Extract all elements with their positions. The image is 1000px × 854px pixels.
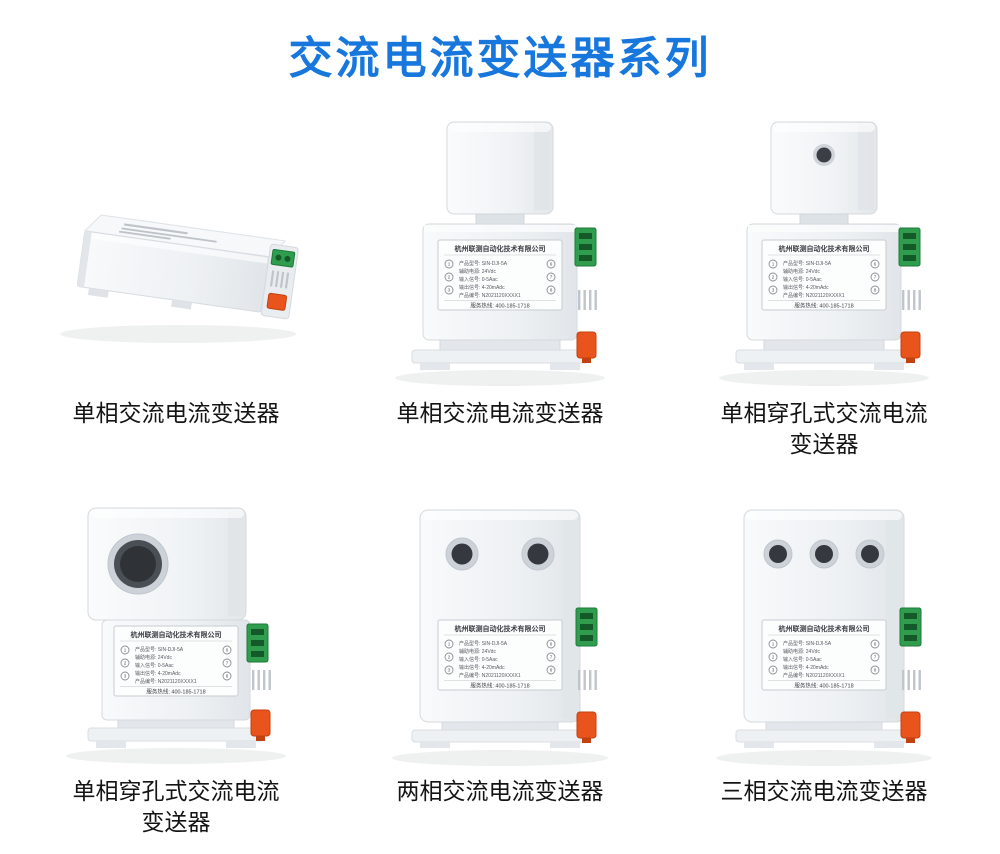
product-caption: 两相交流电流变送器	[396, 778, 604, 805]
device-label	[437, 239, 563, 311]
din-clip-icon	[576, 331, 597, 364]
mounting-foot	[226, 741, 256, 749]
shadow	[395, 370, 605, 386]
shadow	[716, 750, 932, 767]
base-flange	[735, 349, 913, 364]
product-caption: 单相交流电流变送器	[396, 400, 604, 426]
din-clip-icon	[250, 709, 271, 742]
product-image-single-phase-transmitter-vertical	[395, 121, 605, 386]
mounting-foot	[550, 742, 580, 749]
device-label	[113, 625, 239, 697]
product-card-3: 单相穿孔式交流电流变送器	[662, 92, 986, 460]
terminal-block-icon	[898, 227, 921, 267]
din-clip-icon	[266, 292, 288, 311]
vent-slits-icon	[578, 670, 597, 691]
pedestal	[441, 721, 559, 731]
product-figure-6	[674, 470, 974, 770]
through-hole	[521, 537, 555, 571]
din-clip-icon	[900, 331, 921, 364]
mounting-foot	[744, 742, 774, 749]
product-caption: 三相交流电流变送器	[720, 778, 928, 805]
vent-slits-icon	[269, 270, 290, 289]
vent-slits-icon	[578, 290, 597, 310]
din-clip-icon	[576, 711, 597, 744]
mounting-foot	[87, 288, 109, 298]
base-flange	[411, 349, 589, 364]
product-grid: 单相交流电流变送器 单相交流电流变送器	[0, 92, 1000, 838]
printed-marking	[118, 223, 217, 243]
page-title: 交流电流变送器系列	[288, 34, 712, 83]
mounting-foot	[420, 742, 450, 749]
mounting-foot	[550, 363, 580, 370]
product-image-single-phase-transmitter-horizontal	[60, 214, 299, 343]
through-hole	[855, 539, 885, 569]
shadow	[392, 750, 608, 767]
terminal-block-icon	[575, 607, 598, 647]
mounting-foot	[171, 299, 192, 310]
base-flange	[735, 729, 913, 743]
terminal-block-icon	[899, 607, 922, 647]
terminal-block-icon	[270, 248, 296, 268]
mounting-foot	[420, 363, 450, 370]
device-label	[761, 619, 887, 691]
din-clip-icon	[900, 711, 921, 744]
device-label	[437, 619, 563, 691]
shadow	[719, 370, 929, 386]
product-figure-3	[674, 92, 974, 392]
vent-slits-icon	[902, 290, 921, 310]
device-label	[761, 239, 887, 311]
product-card-2: 单相交流电流变送器	[338, 92, 662, 460]
product-figure-5	[350, 470, 650, 770]
vent-slits-icon	[902, 670, 921, 691]
product-figure-1	[26, 92, 326, 392]
product-caption: 单相交流电流变送器	[72, 400, 280, 426]
mounting-foot	[744, 363, 774, 370]
through-hole	[763, 539, 793, 569]
mounting-foot	[874, 742, 904, 749]
base-flange	[87, 727, 265, 742]
product-image-two-phase-transmitter	[392, 509, 608, 767]
product-image-single-phase-through-hole-transmitter-large	[66, 507, 286, 765]
product-figure-4	[26, 470, 326, 770]
through-hole	[809, 539, 839, 569]
pedestal	[765, 721, 883, 731]
product-card-1: 单相交流电流变送器	[14, 92, 338, 460]
product-figure-2	[350, 92, 650, 392]
product-card-5: 两相交流电流变送器	[338, 470, 662, 838]
base-flange	[411, 729, 589, 743]
shadow	[60, 325, 296, 343]
product-image-single-phase-through-hole-transmitter	[719, 121, 929, 386]
through-hole	[445, 537, 479, 571]
through-hole	[107, 533, 169, 595]
shadow	[66, 748, 286, 765]
through-hole	[813, 144, 835, 166]
product-caption: 单相穿孔式交流电流变送器	[720, 400, 928, 458]
product-image-three-phase-transmitter	[716, 509, 932, 767]
product-card-6: 三相交流电流变送器	[662, 470, 986, 838]
terminal-block-icon	[574, 227, 597, 267]
vent-slits-icon	[252, 670, 271, 691]
mounting-foot	[874, 363, 904, 370]
mounting-foot	[96, 741, 126, 749]
terminal-block-icon	[246, 623, 269, 663]
product-card-4: 单相穿孔式交流电流变送器	[14, 470, 338, 838]
product-caption: 单相穿孔式交流电流变送器	[72, 778, 280, 836]
